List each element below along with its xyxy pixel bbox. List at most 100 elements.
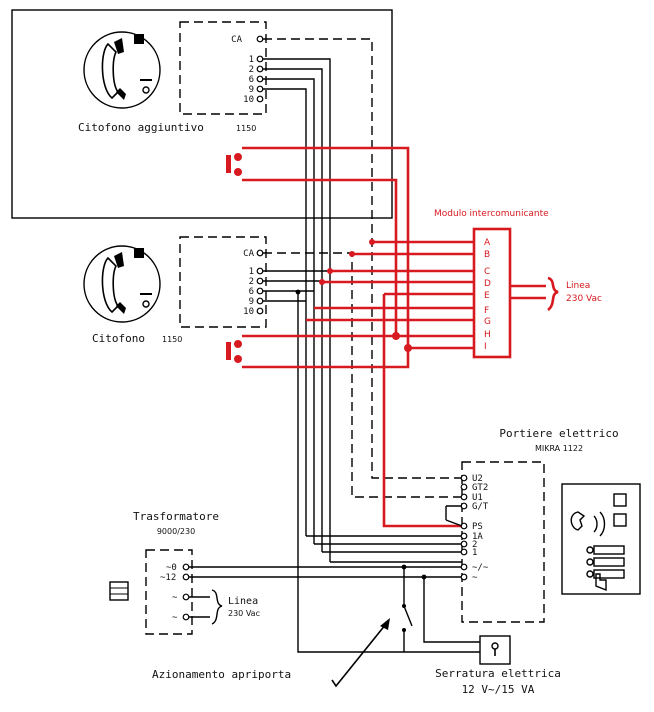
terminal-label: A [484,238,491,248]
wire-ca-top [263,38,462,479]
speaker-icon [613,493,627,507]
terminal-label: GT2 [472,483,488,493]
red-wire [242,178,474,338]
transformer-terminal-labels: ~0 ~12 ~ ~ [160,563,178,623]
arrowhead-icon [380,618,390,630]
terminal-label: 1 [472,548,477,558]
door-panel-box [461,461,545,623]
terminal-label: C [484,267,490,277]
terminal-label: H [484,330,491,340]
terminal-label: 2 [249,277,254,287]
wire-ca-bottom [263,252,462,498]
wire-1-top [263,58,331,562]
terminal-label: ~0 [166,563,177,573]
ps-link [445,505,463,527]
terminal-screws [256,35,264,103]
terminal-label: ~/~ [472,563,489,573]
terminal-label: 10 [243,95,254,105]
wire-6-top [263,78,315,544]
handset-model: 1150 [162,335,182,344]
handset-icon [83,245,161,323]
red-wiring [226,146,474,528]
intercom-line-label: Linea [566,281,590,291]
brace-icon [211,589,223,625]
terminal-label: 1 [249,267,254,277]
terminal-label: CA [243,249,254,259]
terminal-label: 6 [249,75,254,85]
handset-caption: Citofono [92,332,145,345]
door-panel-face-icon [561,483,641,595]
wire-lock [423,577,480,643]
door-panel-title: Portiere elettrico [499,427,618,440]
sound-waves-icon [593,511,606,537]
terminal-label: 9 [249,85,254,95]
terminal-label: ~12 [160,573,176,583]
terminal-label: F [484,306,489,316]
terminal-label: ~ [472,573,478,583]
handset-unit-top: CA 1 2 6 9 10 Citofono aggiuntivo 1150 [11,9,393,219]
wall-plate-outline [11,9,393,219]
terminal-label: 6 [249,287,254,297]
terminal-screws [256,249,264,315]
red-wire [382,292,474,528]
switch-contact [402,604,406,608]
transformer: Trasformatore 9000/230 ~0 ~12 ~ ~ Linea … [109,510,260,635]
terminal-label: 2 [472,540,477,550]
wire-9-top [263,88,307,536]
terminal-label: 9 [249,297,254,307]
transformer-box [145,549,193,635]
intercom-line-wires [510,284,546,300]
transformer-model: 9000/230 [157,527,195,536]
terminal-label: D [484,279,491,289]
camera-icon [613,513,627,527]
terminal-label: 1A [472,532,483,542]
terminal-label: E [484,291,490,301]
red-junctions [319,239,412,352]
intercom-module-title: Modulo intercomunicante [434,209,549,219]
terminal-label: U1 [472,493,483,503]
terminal-label: 1 [249,55,254,65]
pointing-hand-icon [595,573,607,592]
name-button [593,569,625,579]
name-button [593,557,625,567]
intercom-terminal-labels: A B C D E F G H I [484,238,491,352]
door-opener-arrow [331,623,387,688]
handset-icon [83,31,161,109]
door-panel-terminal-labels: U2 GT2 U1 G/T PS 1A 2 1 ~/~ ~ [472,474,489,583]
wire-common [297,292,480,653]
terminal-label: I [484,342,487,352]
speaker-face-icon [570,511,586,531]
electric-lock: Serratura elettrica 12 V~/15 VA [435,635,561,696]
terminal-block-top [179,21,267,115]
terminal-label: U2 [472,474,483,484]
transformer-line-voltage: 230 Vac [228,609,260,618]
black-wiring [186,38,480,653]
terminal-label: G [484,317,491,327]
intercom-module-box [472,227,512,359]
wire-2-top [263,68,323,552]
transformer-line-label: Linea [228,596,258,607]
handset-model: 1150 [236,124,256,133]
lock-icon [479,635,511,665]
junction-dot [295,289,301,295]
call-button-icon [226,153,242,176]
terminal-label: ~ [172,593,178,603]
call-button-icon [226,340,242,363]
transformer-title: Trasformatore [133,510,219,523]
brace-icon [547,276,559,312]
intercom-line-voltage: 230 Vac [566,294,602,304]
door-panel-model: MIKRA 1122 [535,444,583,453]
terminal-label: 10 [243,307,254,317]
terminal-screws [182,563,190,621]
door-opener: Azionamento apriporta [152,618,390,688]
transformer-line-wires [189,596,210,618]
door-opener-label: Azionamento apriporta [152,668,291,681]
terminal-label: PS [472,522,483,532]
handset-unit-bottom: CA 1 2 6 9 10 Citofono 1150 [83,236,267,345]
terminal-block-bottom [179,236,267,328]
lock-title: Serratura elettrica [435,667,561,680]
terminal-label: G/T [472,502,489,512]
switch-contact [402,628,406,632]
